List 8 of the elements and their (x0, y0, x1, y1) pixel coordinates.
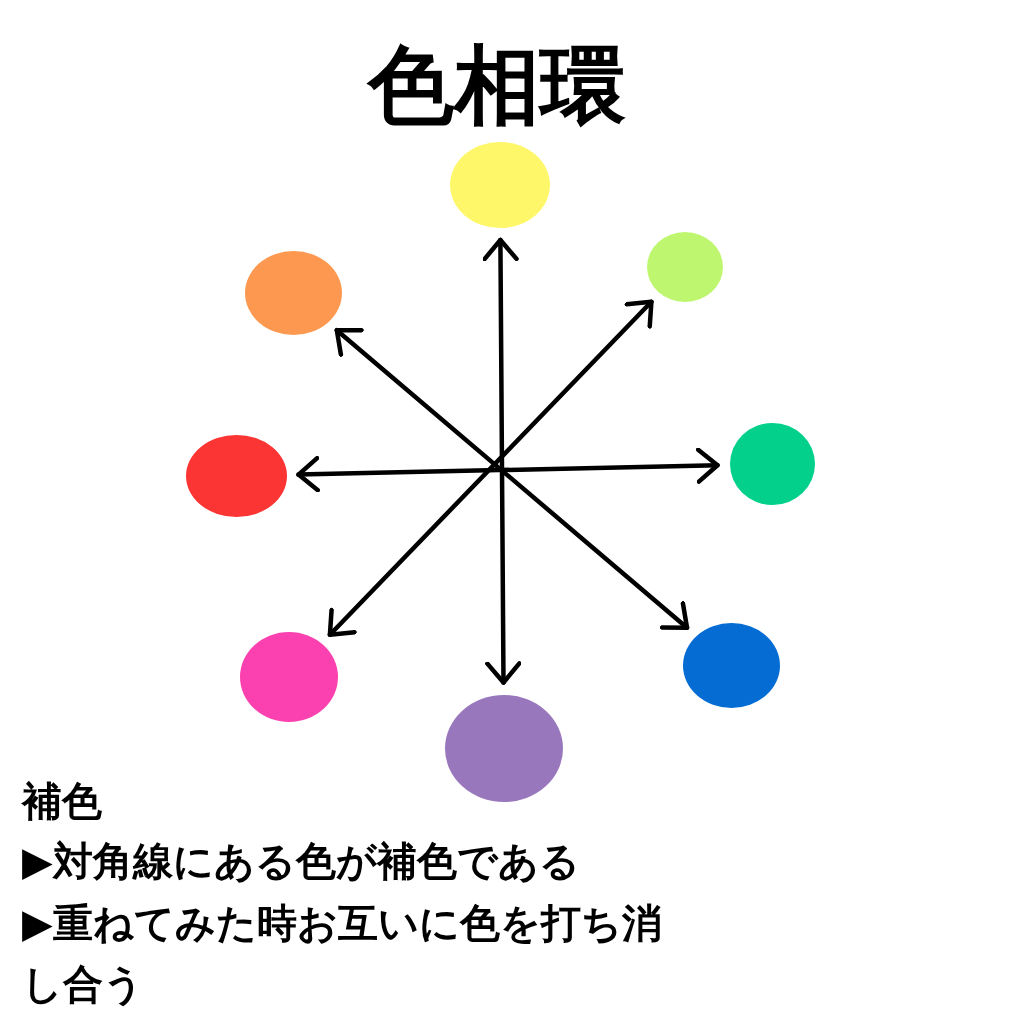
double-arrow (327, 299, 654, 637)
double-arrow (334, 327, 690, 630)
note-heading: 補色 (22, 776, 102, 826)
note-text: ▶重ねてみた時お互いに色を打ち消し合う (22, 898, 663, 1009)
double-arrow (296, 447, 720, 493)
title: 色相環 (368, 41, 626, 129)
double-arrow (482, 237, 522, 685)
note-text: ▶対角線にある色が補色である (22, 836, 580, 886)
